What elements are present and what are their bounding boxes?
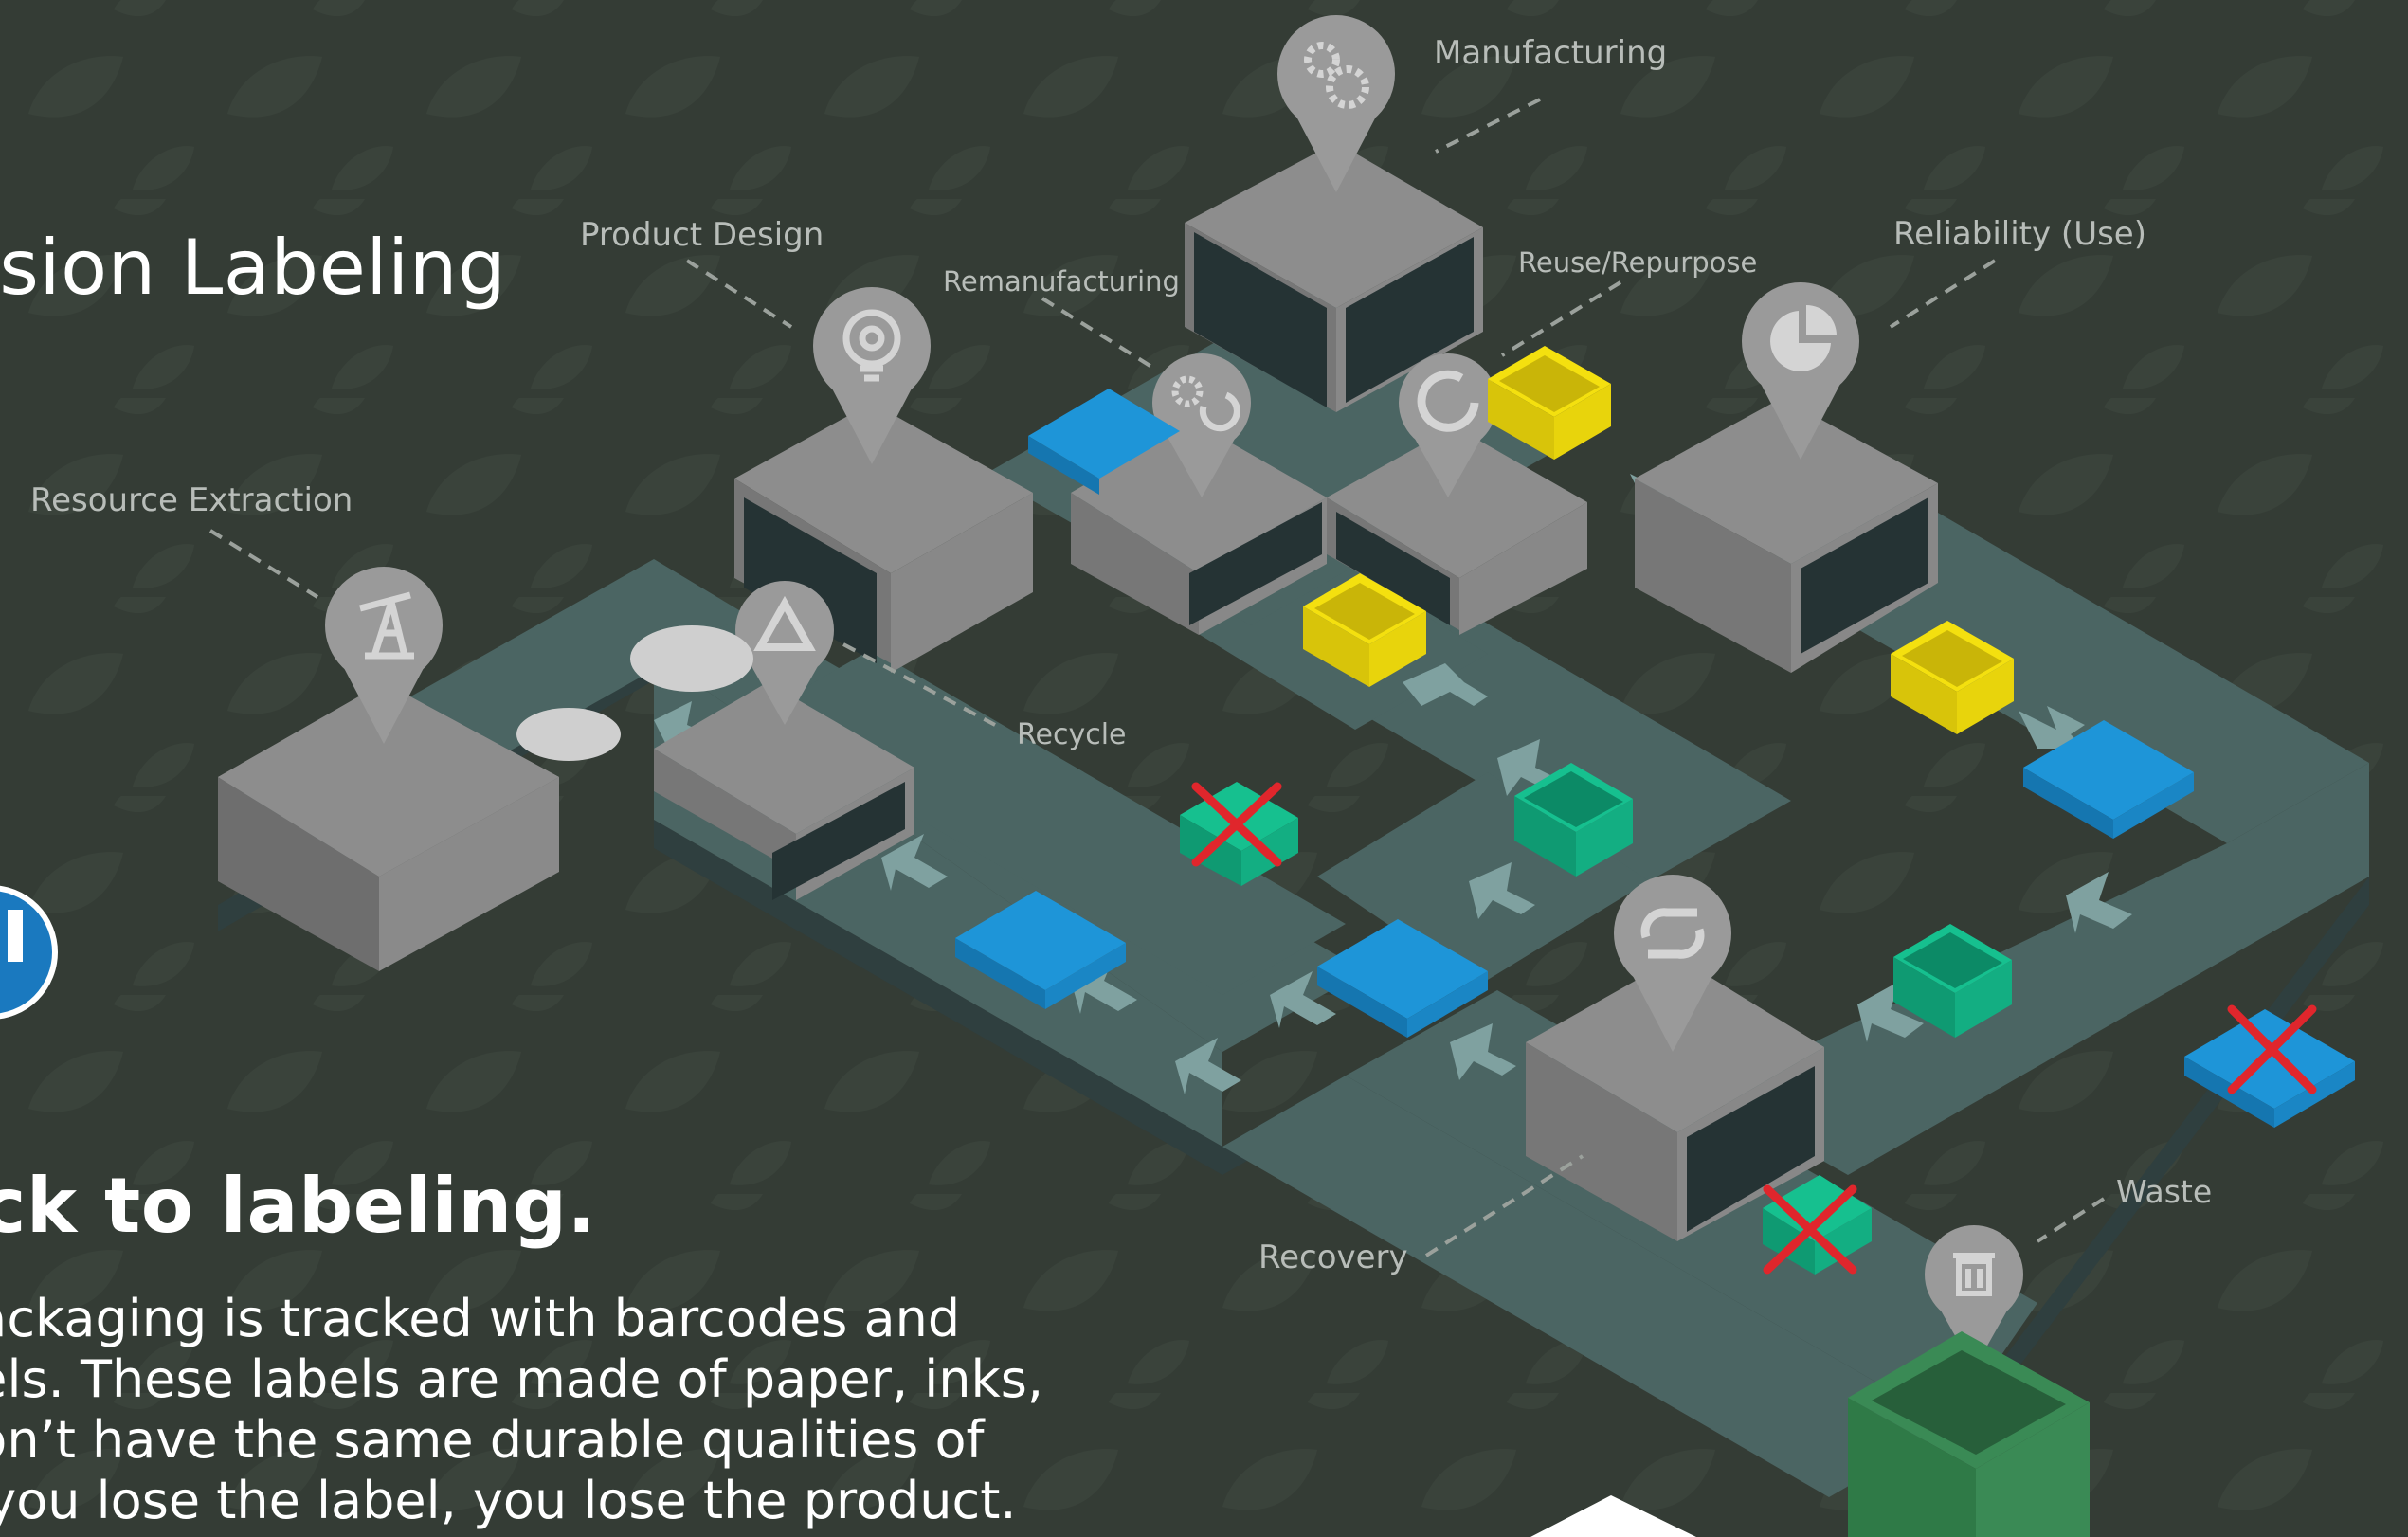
label-product-design: Product Design — [580, 216, 824, 254]
pie-chart-icon — [1770, 305, 1837, 371]
flow-arrow — [1175, 1038, 1241, 1094]
trash-icon — [1953, 1253, 1995, 1296]
paragraph-line: bels. These labels are made of paper, in… — [0, 1349, 1044, 1409]
block-manufacturing — [1185, 142, 1483, 412]
block-remanufacturing — [1071, 422, 1327, 635]
block-product-design — [734, 403, 1033, 673]
flow-arrow — [881, 834, 948, 891]
block-recycle — [654, 682, 914, 900]
block-reliability — [1635, 398, 1938, 673]
crate-items — [1180, 346, 2014, 1275]
section-heading: ck to labeling. — [0, 1162, 597, 1250]
flow-arrow — [2066, 872, 2132, 933]
flow-arrow — [1270, 971, 1336, 1028]
gears-icon — [1304, 42, 1369, 109]
raw-material-piles — [516, 625, 753, 761]
label-remanufacturing: Remanufacturing — [943, 265, 1180, 298]
pallet — [1028, 389, 1180, 495]
crate-yellow — [1891, 621, 2014, 734]
circular-arrow-icon — [1417, 370, 1479, 432]
pin-resource-extraction — [325, 567, 443, 744]
reject-marks — [1191, 782, 2317, 1275]
white-tab-shape — [1530, 1495, 1696, 1537]
block-resource-extraction — [218, 682, 559, 971]
flow-arrow — [1071, 957, 1137, 1014]
recycle-icon — [753, 595, 816, 651]
section-paragraph: packaging is tracked with barcodes and b… — [0, 1289, 1043, 1531]
leader-lines — [208, 98, 2106, 1257]
pin-manufacturing — [1277, 15, 1395, 192]
oil-pump-icon — [359, 591, 414, 660]
label-recycle: Recycle — [1017, 718, 1127, 751]
block-reuse — [1327, 426, 1587, 635]
lightbulb-gear-icon — [842, 309, 901, 382]
crate-yellow — [1303, 573, 1426, 687]
paragraph-line: packaging is tracked with barcodes and — [0, 1289, 961, 1348]
flow-arrow — [1857, 981, 1924, 1042]
crate-green — [1893, 924, 2012, 1038]
pallet — [1317, 919, 1488, 1038]
label-manufacturing: Manufacturing — [1434, 34, 1668, 72]
flow-arrow — [2019, 706, 2085, 749]
reject-mark-icon — [1191, 782, 1282, 867]
pin-remanufacturing — [1152, 353, 1251, 497]
waste-bin — [1848, 1331, 2090, 1537]
pin-reuse — [1399, 353, 1497, 497]
flow-arrow — [1450, 1023, 1516, 1080]
crate-yellow — [1488, 346, 1611, 460]
reject-mark-icon — [2227, 1004, 2317, 1094]
pin-recovery — [1614, 875, 1731, 1052]
label-waste: Waste — [2116, 1173, 2213, 1210]
label-reliability: Reliability (Use) — [1893, 215, 2146, 253]
crate-green — [1514, 763, 1633, 877]
paragraph-line: don’t have the same durable qualities of — [0, 1410, 985, 1470]
pallet-items — [955, 389, 2355, 1128]
reject-mark-icon — [1763, 1184, 1857, 1275]
pallet — [955, 891, 1126, 1009]
pin-product-design — [813, 287, 931, 464]
flow-arrow — [1403, 663, 1488, 706]
paragraph-line: s you lose the label, you lose the produ… — [0, 1471, 1017, 1530]
pallet — [2023, 720, 2194, 839]
pin-reliability — [1742, 282, 1859, 460]
label-reuse-repurpose: Reuse/Repurpose — [1518, 246, 1758, 279]
gear-cycle-icon — [1171, 375, 1240, 432]
exchange-arrows-icon — [1640, 908, 1705, 959]
pin-recycle — [735, 581, 834, 725]
label-recovery: Recovery — [1258, 1239, 1408, 1276]
page-title: usion Labeling — [0, 224, 507, 312]
label-resource-extraction: Resource Extraction — [30, 481, 353, 519]
corner-badge — [0, 885, 58, 1020]
flow-arrow — [1469, 862, 1535, 919]
